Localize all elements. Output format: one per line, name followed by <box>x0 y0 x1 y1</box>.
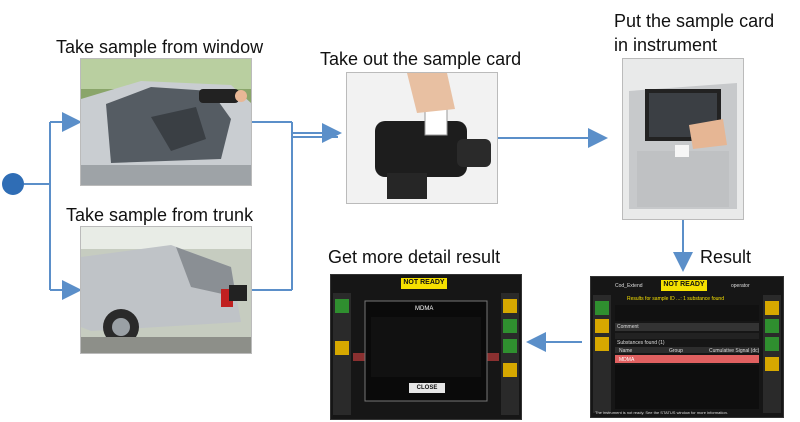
instrument-photo <box>622 58 744 220</box>
detail-dialog-title: MDMA <box>415 306 434 312</box>
result-footer: The instrument is not ready. See the STA… <box>595 410 728 415</box>
result-comment-label: Comment <box>617 324 639 330</box>
result-col-name: Name <box>619 348 633 354</box>
trunk-sampling-photo <box>80 226 252 354</box>
result-screen: NOT READY Cod_Extend operator Results fo… <box>590 276 784 418</box>
window-step-label: Take sample from window <box>56 37 264 57</box>
result-row-name: MDMA <box>619 357 635 363</box>
window-sampling-photo <box>80 58 252 186</box>
result-substances-label: Substances found (1) <box>617 340 665 346</box>
detail-close-button[interactable]: CLOSE <box>409 383 445 393</box>
trunk-step-label: Take sample from trunk <box>66 205 254 225</box>
start-node <box>2 173 24 195</box>
sample-card-photo <box>346 72 498 204</box>
result-header-right: operator <box>731 283 750 289</box>
result-step-label: Result <box>700 247 752 267</box>
card-step-label: Take out the sample card <box>320 49 522 69</box>
result-header-left: Cod_Extend <box>615 283 643 289</box>
result-title: Results for sample ID ...: 1 substance f… <box>627 296 724 302</box>
result-status-badge: NOT READY <box>663 281 705 288</box>
detail-status-badge: NOT READY <box>403 279 445 286</box>
detail-screen: NOT READY MDMA CLOSE <box>330 274 522 420</box>
instrument-step-label-line2: in instrument <box>614 35 718 55</box>
result-col-group: Group <box>669 348 683 354</box>
detail-step-label: Get more detail result <box>328 247 501 267</box>
result-col-signal: Cumulative Signal (dc) <box>709 348 760 354</box>
instrument-step-label-line1: Put the sample card <box>614 11 775 31</box>
